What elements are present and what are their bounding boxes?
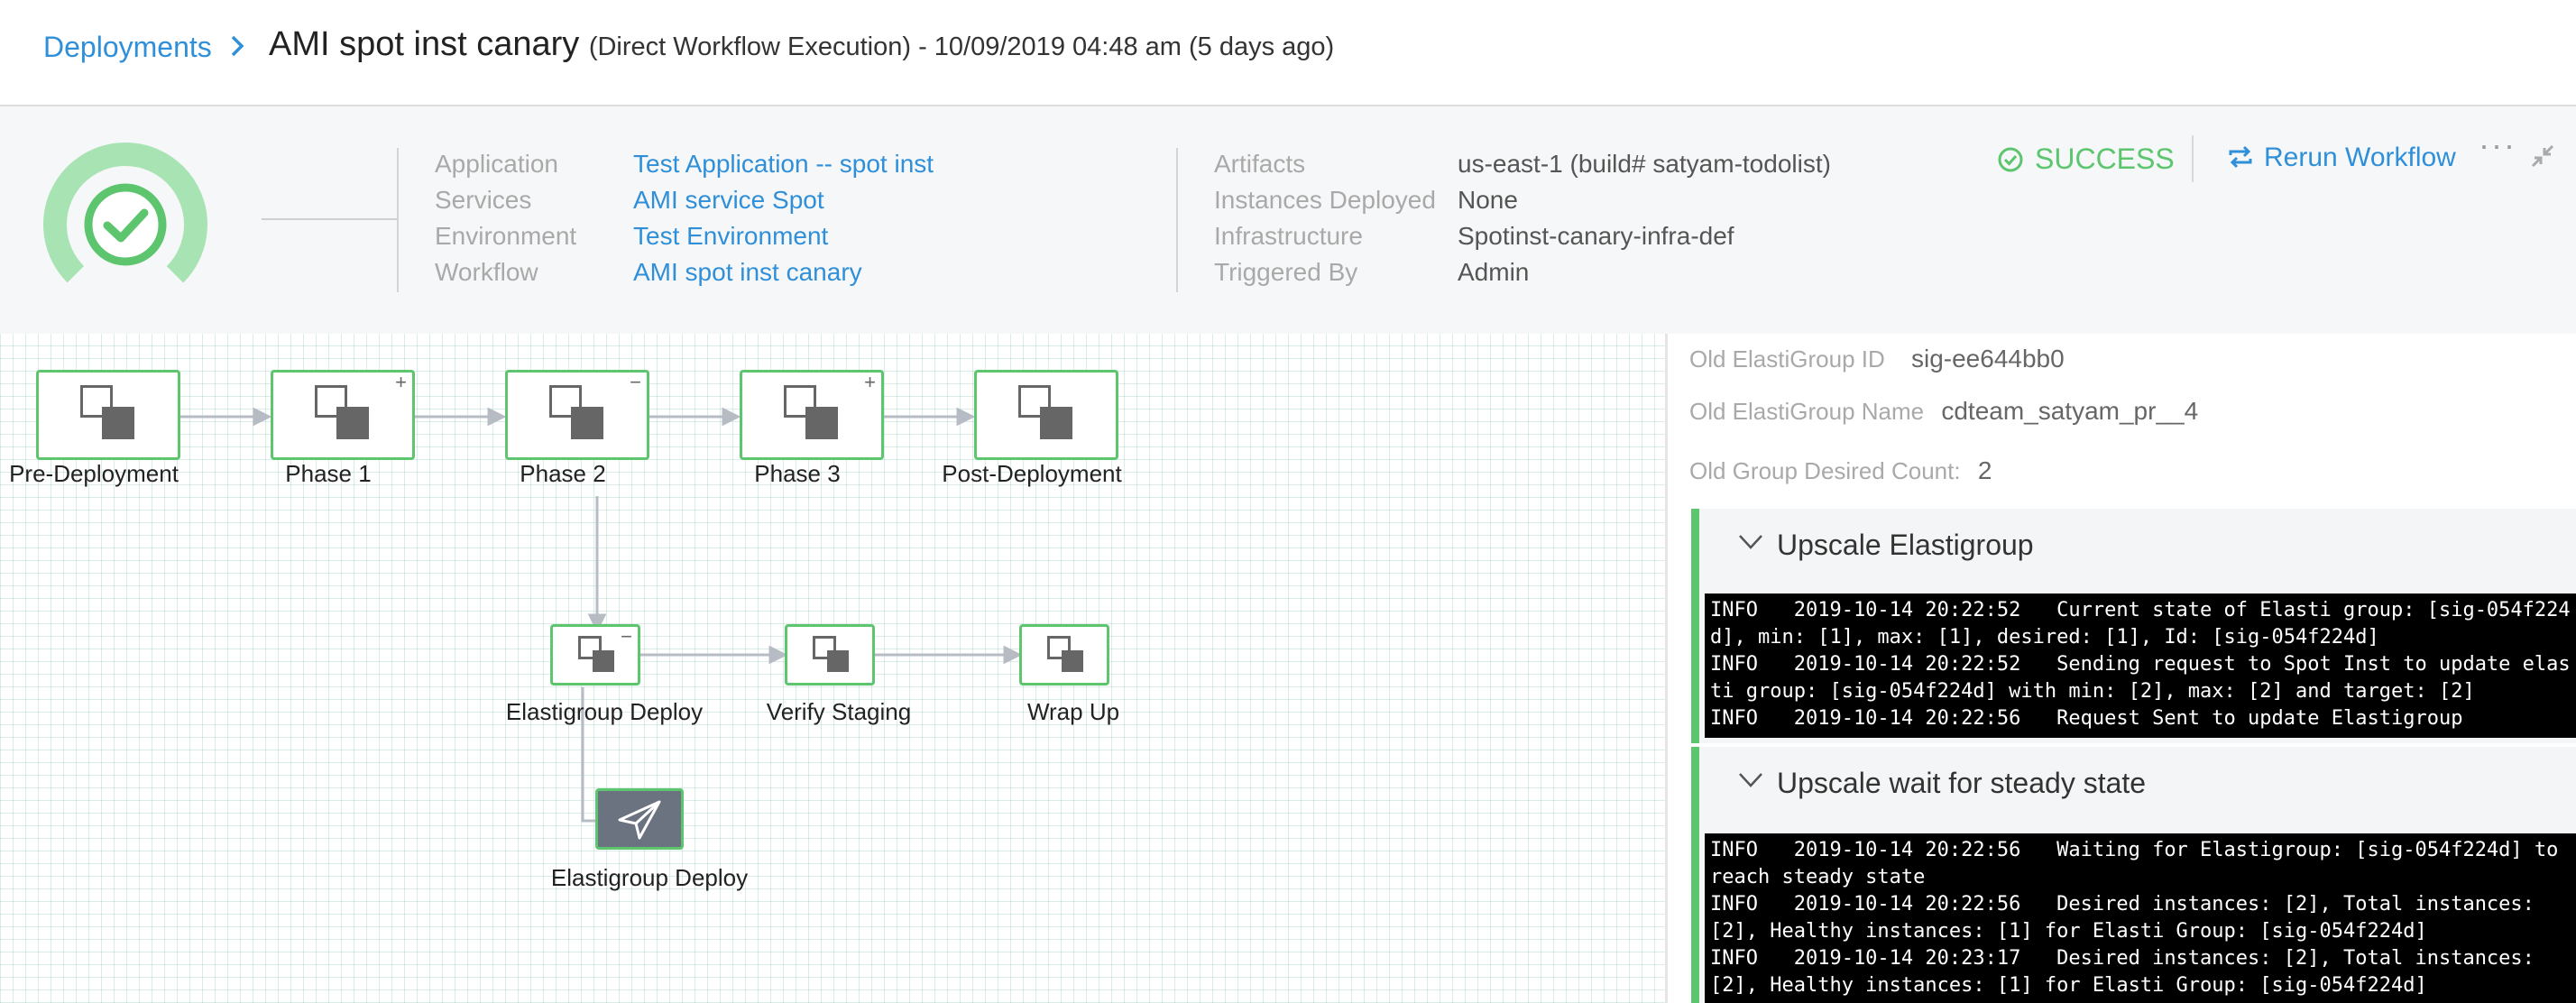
- status-badge: SUCCESS: [1997, 143, 2175, 176]
- chevron-down-icon: [1739, 773, 1762, 787]
- meta-labels-right: Artifacts Instances Deployed Infrastruct…: [1214, 146, 1436, 290]
- step-node-wrap-up[interactable]: [1019, 624, 1109, 686]
- old-group-name-value: cdteam_satyam_pr__4: [1941, 397, 2199, 425]
- section-toggle[interactable]: Upscale Elastigroup: [1737, 529, 2034, 562]
- collapse-icon[interactable]: [2529, 143, 2556, 170]
- chevron-right-icon: [231, 35, 244, 57]
- phase-node-phase-1[interactable]: +: [271, 370, 415, 460]
- section-title: Upscale Elastigroup: [1777, 529, 2034, 561]
- phase-node-pre-deployment[interactable]: [36, 370, 180, 460]
- log-line: INFO 2019-10-14 20:22:56 Request Sent to…: [1710, 707, 2463, 730]
- log-line: INFO 2019-10-14 20:23:17 Desired instanc…: [1710, 947, 2547, 997]
- label-environment: Environment: [435, 222, 577, 250]
- page-title: AMI spot inst canary (Direct Workflow Ex…: [269, 25, 1334, 64]
- divider: [397, 148, 399, 292]
- workflow-title: AMI spot inst canary: [269, 25, 580, 63]
- log-line: INFO 2019-10-14 20:22:52 Sending request…: [1710, 653, 2571, 703]
- old-group-name-row: Old ElastiGroup Name cdteam_satyam_pr__4: [1689, 397, 2198, 426]
- infrastructure-value: Spotinst-canary-infra-def: [1458, 222, 1734, 250]
- step-node-verify-staging[interactable]: [785, 624, 875, 686]
- success-gauge-icon: [43, 143, 208, 307]
- rerun-label: Rerun Workflow: [2264, 143, 2456, 172]
- workflow-link[interactable]: AMI spot inst canary: [633, 258, 862, 286]
- execution-summary: Application Services Environment Workflo…: [0, 106, 2576, 334]
- meta-labels-left: Application Services Environment Workflo…: [435, 146, 576, 290]
- old-desired-label: Old Group Desired Count:: [1689, 457, 1961, 484]
- log-line: INFO 2019-10-14 20:22:56 Waiting for Ela…: [1710, 839, 2571, 888]
- repeat-icon: [2229, 145, 2252, 169]
- label-workflow: Workflow: [435, 258, 538, 286]
- divider: [2192, 135, 2194, 182]
- log-output: INFO 2019-10-14 20:22:52 Current state o…: [1705, 594, 2576, 738]
- divider: [1176, 148, 1178, 292]
- step-node-elastigroup-deploy[interactable]: −: [550, 624, 640, 686]
- service-link[interactable]: AMI service Spot: [633, 186, 824, 214]
- meta-values-left: Test Application -- spot inst AMI servic…: [633, 146, 934, 290]
- command-node-elastigroup-deploy[interactable]: [595, 788, 684, 850]
- label-triggered-by: Triggered By: [1214, 258, 1358, 286]
- graph-connectors: [179, 407, 1023, 823]
- command-label: Elastigroup Deploy: [550, 864, 749, 891]
- phase-node-phase-2[interactable]: −: [505, 370, 649, 460]
- log-line: INFO 2019-10-14 20:22:56 Desired instanc…: [1710, 893, 2547, 943]
- expand-icon[interactable]: +: [395, 371, 407, 393]
- check-circle-icon: [1998, 147, 2023, 172]
- collapse-icon[interactable]: −: [630, 371, 641, 393]
- expand-icon[interactable]: +: [864, 371, 876, 393]
- old-desired-row: Old Group Desired Count: 2: [1689, 456, 1992, 485]
- more-options-icon[interactable]: ···: [2479, 126, 2516, 163]
- old-desired-value: 2: [1977, 456, 1992, 484]
- label-instances-deployed: Instances Deployed: [1214, 186, 1436, 214]
- collapse-icon[interactable]: −: [621, 625, 632, 648]
- phase-label: Pre-Deployment: [9, 460, 179, 487]
- log-output: INFO 2019-10-14 20:22:56 Waiting for Ela…: [1705, 833, 2576, 1003]
- phase-node-phase-3[interactable]: +: [740, 370, 884, 460]
- meta-values-right: us-east-1 (build# satyam-todolist) None …: [1458, 146, 1831, 290]
- workflow-graph[interactable]: + − + Pre-Deployment Phase 1 Phase 2 Pha…: [0, 334, 1665, 1003]
- chevron-down-icon: [1739, 535, 1762, 549]
- section-toggle[interactable]: Upscale wait for steady state: [1737, 767, 2146, 800]
- old-group-id-row: Old ElastiGroup ID sig-ee644bb0: [1689, 345, 2065, 373]
- breadcrumb-deployments[interactable]: Deployments: [43, 31, 212, 63]
- phase-label: Post-Deployment: [942, 460, 1122, 487]
- rerun-workflow-button[interactable]: Rerun Workflow: [2226, 143, 2456, 173]
- status-text: SUCCESS: [2035, 143, 2175, 175]
- old-group-name-label: Old ElastiGroup Name: [1689, 398, 1925, 425]
- execution-subtitle: (Direct Workflow Execution) - 10/09/2019…: [588, 32, 1335, 61]
- step-label: Wrap Up: [1026, 698, 1120, 725]
- phase-node-post-deployment[interactable]: [974, 370, 1118, 460]
- label-artifacts: Artifacts: [1214, 150, 1306, 178]
- log-line: INFO 2019-10-14 20:22:52 Current state o…: [1710, 599, 2571, 649]
- phase-label: Phase 1: [285, 460, 372, 487]
- phase-label: Phase 3: [754, 460, 841, 487]
- application-link[interactable]: Test Application -- spot inst: [633, 150, 934, 178]
- artifact-value: us-east-1 (build# satyam-todolist): [1458, 150, 1831, 178]
- triggered-by-value: Admin: [1458, 258, 1530, 286]
- label-services: Services: [435, 186, 532, 214]
- step-label: Elastigroup Deploy: [505, 698, 704, 725]
- phase-label: Phase 2: [520, 460, 606, 487]
- send-icon: [618, 800, 661, 840]
- old-group-id-label: Old ElastiGroup ID: [1689, 345, 1885, 373]
- page-header: Deployments AMI spot inst canary (Direct…: [0, 0, 2576, 106]
- environment-link[interactable]: Test Environment: [633, 222, 829, 250]
- divider: [262, 218, 397, 220]
- label-application: Application: [435, 150, 558, 178]
- old-group-id-value: sig-ee644bb0: [1910, 345, 2065, 373]
- step-label: Verify Staging: [766, 698, 912, 725]
- instances-value: None: [1458, 186, 1518, 214]
- section-title: Upscale wait for steady state: [1777, 767, 2147, 799]
- label-infrastructure: Infrastructure: [1214, 222, 1363, 250]
